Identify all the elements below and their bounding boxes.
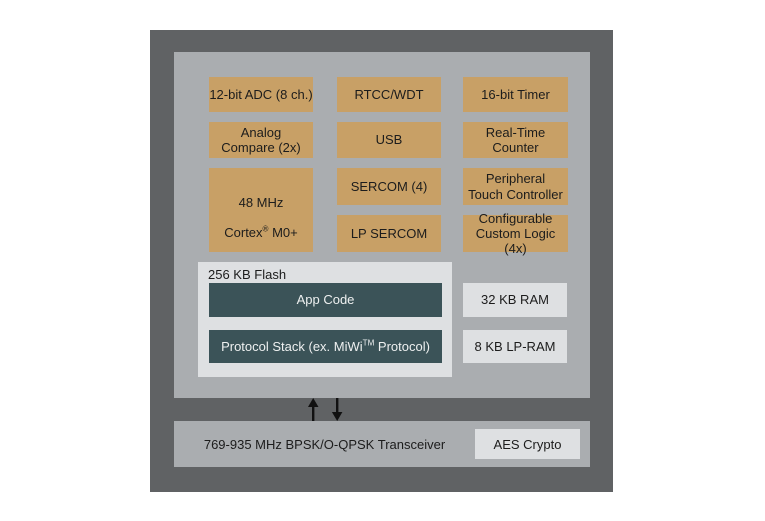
mcu-core-panel: 12-bit ADC (8 ch.) RTCC/WDT 16-bit Timer… xyxy=(174,52,590,398)
block-analog-compare: Analog Compare (2x) xyxy=(209,122,313,158)
block-cortex-m0-cpu: 48 MHz Cortex® M0+ xyxy=(209,168,313,252)
radio-transceiver-bar: 769-935 MHz BPSK/O-QPSK Transceiver AES … xyxy=(174,421,590,467)
block-aes-crypto: AES Crypto xyxy=(475,429,580,459)
transceiver-label: 769-935 MHz BPSK/O-QPSK Transceiver xyxy=(203,436,446,452)
bus-arrows xyxy=(308,398,343,421)
block-real-time-counter: Real-Time Counter xyxy=(463,122,568,158)
protocol-stack-label: Protocol Stack (ex. MiWiTM Protocol) xyxy=(221,338,430,354)
block-lp-sercom: LP SERCOM xyxy=(337,215,441,252)
registered-mark: ® xyxy=(262,225,269,234)
cortex-label: 48 MHz Cortex® M0+ xyxy=(224,194,298,241)
block-rtcc-wdt: RTCC/WDT xyxy=(337,77,441,112)
block-32kb-ram: 32 KB RAM xyxy=(463,283,567,317)
block-8kb-lp-ram: 8 KB LP-RAM xyxy=(463,330,567,363)
block-16bit-timer: 16-bit Timer xyxy=(463,77,568,112)
block-configurable-custom-logic: Configurable Custom Logic (4x) xyxy=(463,211,568,256)
block-peripheral-touch-controller: Peripheral Touch Controller xyxy=(463,168,568,205)
block-protocol-stack: Protocol Stack (ex. MiWiTM Protocol) xyxy=(209,330,442,363)
block-usb: USB xyxy=(337,122,441,158)
block-sercom: SERCOM (4) xyxy=(337,168,441,205)
trademark-mark: TM xyxy=(362,338,375,348)
arrow-up-icon xyxy=(308,398,319,421)
arrow-down-icon xyxy=(331,398,343,421)
block-adc: 12-bit ADC (8 ch.) xyxy=(209,77,313,112)
flash-memory-region: 256 KB Flash App Code Protocol Stack (ex… xyxy=(198,262,452,377)
block-app-code: App Code xyxy=(209,283,442,317)
chip-outline: 12-bit ADC (8 ch.) RTCC/WDT 16-bit Timer… xyxy=(150,30,613,492)
flash-title: 256 KB Flash xyxy=(208,267,287,282)
